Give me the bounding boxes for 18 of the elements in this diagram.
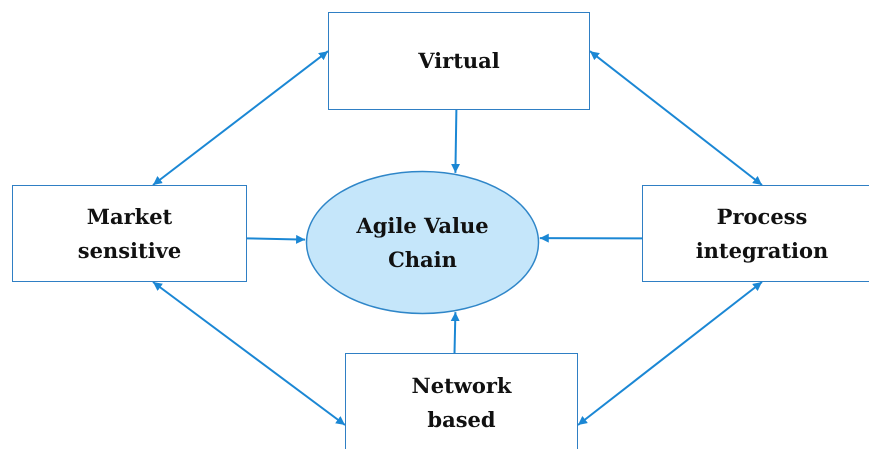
concept-box xyxy=(12,185,247,282)
concept-box xyxy=(345,353,578,449)
ellipse-node xyxy=(305,170,540,315)
node-label: Network based xyxy=(410,372,513,434)
concept-box xyxy=(328,12,590,110)
concept-box xyxy=(642,185,869,282)
node-label: Process integration xyxy=(694,202,830,265)
arrow xyxy=(540,234,642,243)
arrow xyxy=(246,234,306,244)
double-arrow xyxy=(589,50,763,186)
arrow xyxy=(450,312,460,354)
arrow xyxy=(451,110,460,173)
node-label: Agile Value Chain xyxy=(355,212,490,274)
node-label: Virtual xyxy=(418,47,500,76)
double-arrow xyxy=(577,281,763,426)
double-arrow xyxy=(152,50,329,186)
node-label: Market sensitive xyxy=(76,202,182,264)
double-arrow xyxy=(152,281,346,426)
